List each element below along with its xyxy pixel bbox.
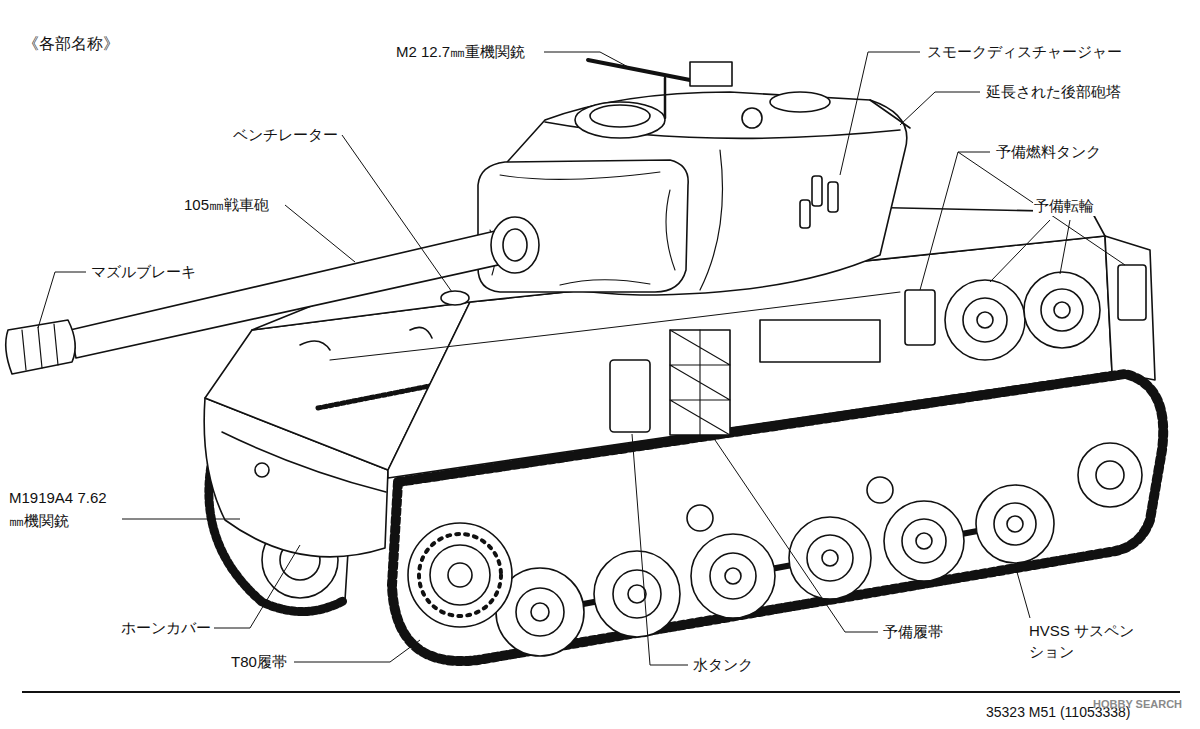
bottom-rule <box>22 691 1180 693</box>
watermark: HOBBY SEARCH <box>1092 694 1183 714</box>
part-label: M1919A4 7.62㎜機関銃 <box>8 486 122 532</box>
part-label: マズルブレーキ <box>90 262 197 282</box>
part-label: 予備履帯 <box>882 622 944 642</box>
part-label: HVSS サスペンション <box>1028 620 1142 662</box>
part-label: 予備転輪 <box>1033 196 1095 216</box>
part-label: ベンチレーター <box>232 125 339 145</box>
part-label: M2 12.7㎜重機関銃 <box>395 42 526 62</box>
leader-lines <box>38 52 1125 665</box>
part-label: 延長された後部砲塔 <box>985 82 1122 102</box>
part-label: T80履帯 <box>230 652 288 672</box>
part-label: ホーンカバー <box>120 618 212 638</box>
part-label: 105㎜戦車砲 <box>183 195 270 215</box>
part-label: 水タンク <box>692 655 754 675</box>
part-label: スモークディスチャージャー <box>926 42 1123 62</box>
diagram-title: 《各部名称》 <box>22 34 120 54</box>
part-label: 予備燃料タンク <box>995 142 1102 162</box>
